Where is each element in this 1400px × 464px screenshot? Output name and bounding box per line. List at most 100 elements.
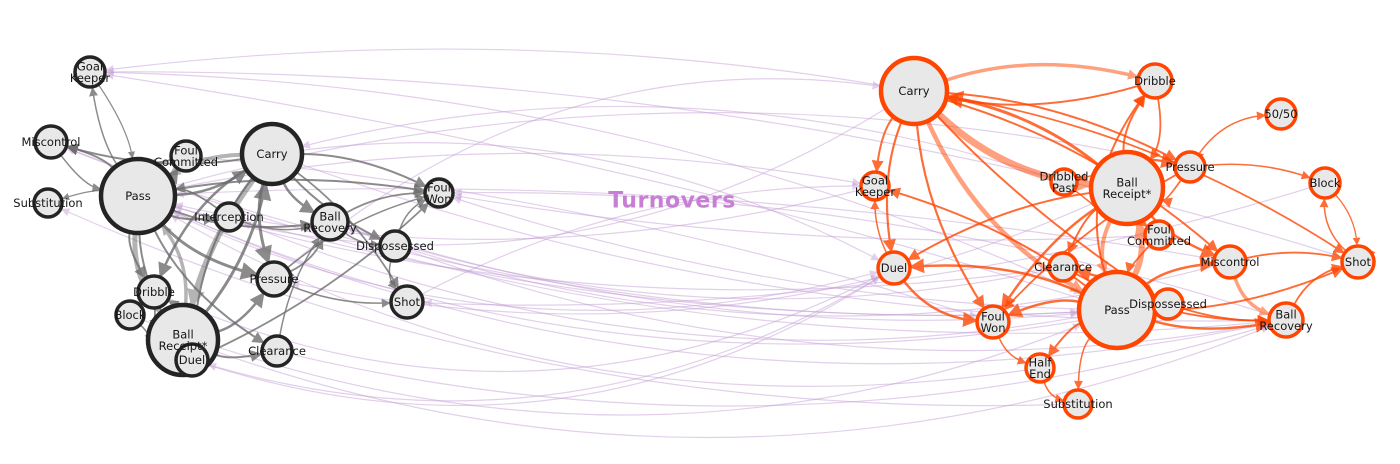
node-right-goal_keeper [859, 170, 891, 202]
node-right-carry [878, 55, 950, 127]
edge-right-dispossessed-to-ball_recovery [1182, 307, 1270, 327]
node-left-interception [213, 201, 245, 233]
node-right-foul_won [975, 304, 1011, 340]
edge-right-carry-to-goal_keeper [871, 116, 895, 173]
edge-right-miscontrol-to-shot [1245, 250, 1343, 262]
edge-left-dispossessed-to-foul_won [398, 199, 427, 232]
node-right-ball_recovery [1267, 301, 1305, 339]
edge-right-ball_recovery-to-shot [1293, 263, 1343, 306]
edge-right-pressure-to-block [1204, 163, 1311, 180]
node-right-dribble [1136, 62, 1174, 100]
edge-left-carry-to-shot [295, 171, 399, 289]
edge-left-pass-to-foul_won [174, 178, 426, 195]
edge-left-pressure-to-shot [289, 284, 391, 308]
edge-right-pass-to-foul_won [1006, 299, 1081, 318]
node-right-miscontrol [1212, 244, 1248, 280]
turnover-edge-left.duel-to-right.duel [207, 276, 881, 407]
turnover-edge-right.carry-to-left.goal_keeper [105, 48, 882, 87]
node-left-goal_keeper [73, 55, 107, 89]
edge-left-interception-to-pass [174, 182, 219, 210]
node-left-foul_won [423, 177, 455, 209]
turnover-edge-left.interception-to-right.pass [242, 220, 1079, 317]
edge-left-pressure-to-foul_won [286, 194, 426, 269]
edge-right-carry-to-foul_won [915, 123, 985, 310]
edge-right-dribble-to-ball_receipt [1149, 97, 1162, 161]
turnover-edge-right.goal_keeper-to-left.pass [174, 188, 862, 240]
edge-left-pass-to-substitution [61, 190, 102, 201]
node-left-ball_recovery [310, 202, 350, 242]
edge-right-carry-to-miscontrol [945, 99, 1219, 252]
edge-left-clearance-to-ball_recovery [278, 237, 320, 337]
node-right-half_end [1024, 352, 1056, 384]
edge-left-carry-to-foul_won [301, 153, 427, 188]
node-right-foul_committed [1143, 219, 1175, 251]
node-left-substitution [32, 187, 64, 219]
edge-right-carry-to-pressure [946, 92, 1178, 161]
node-left-foul_committed [169, 139, 203, 173]
edge-right-half_end-to-substitution [1043, 381, 1065, 403]
node-left-shot [389, 284, 425, 320]
edge-right-block-to-shot [1334, 193, 1361, 246]
turnover-edge-left.block-to-right.pass [142, 319, 1082, 416]
edge-left-ball_recovery-to-foul_won [345, 187, 426, 214]
node-right-pass [1076, 269, 1158, 351]
node-left-block [114, 299, 146, 331]
node-right-substitution [1062, 388, 1094, 420]
edge-left-interception-to-ball_recovery [241, 220, 313, 233]
edge-left-pass-to-clearance [153, 228, 265, 344]
turnover-edge-right.ball_recovery-to-left.foul_won [453, 188, 1270, 316]
node-right-dribbled_past [1049, 167, 1079, 197]
node-right-block [1308, 166, 1342, 200]
turnover-edge-left.shot-to-right.goal_keeper [420, 181, 861, 296]
edge-right-ball_receipt-to-miscontrol [1149, 214, 1217, 258]
edge-right-dribble-to-carry [945, 84, 1139, 106]
edge-right-foul_committed-to-pass [1125, 244, 1151, 274]
turnover-edge-left.pass-to-right.clearance [173, 205, 1049, 291]
edge-right-pressure-to-fifty_fifty [1197, 111, 1266, 156]
edge-left-ball_receipt-to-carry [203, 181, 272, 314]
edge-right-pass-to-miscontrol [1144, 257, 1216, 286]
edge-left-miscontrol-to-pass [60, 154, 102, 193]
turnover-edge-right.carry-to-left.pass [173, 107, 887, 246]
edge-right-pass-to-half_end [1047, 321, 1082, 357]
edge-left-carry-to-dribble [158, 168, 247, 279]
edge-left-carry-to-ball_recovery [282, 181, 316, 214]
node-left-duel [174, 342, 210, 378]
edge-right-carry-to-shot [946, 95, 1345, 254]
nodes-layer [32, 55, 1376, 420]
edge-left-ball_receipt-to-clearance [214, 350, 263, 362]
node-right-dispossessed [1151, 287, 1185, 321]
node-right-shot [1340, 244, 1376, 280]
node-right-clearance [1047, 251, 1079, 283]
edge-left-dispossessed-to-shot [387, 260, 397, 290]
node-right-duel [876, 250, 912, 286]
edge-left-goal_keeper-to-pass [97, 84, 136, 159]
edge-right-pass-to-ball_receipt [1131, 220, 1152, 278]
edge-right-pass-to-ball_recovery [1153, 317, 1271, 333]
turnover-edge-right.pass-to-left.interception [242, 221, 1080, 341]
turnover-edge-left.pass-to-right.pressure [173, 112, 1176, 187]
cluster-edges-layer [60, 62, 1376, 403]
node-left-dribble [136, 274, 172, 310]
edge-right-miscontrol-to-ball_recovery [1233, 276, 1271, 316]
node-right-ball_receipt [1088, 149, 1166, 227]
edge-right-shot-to-block [1319, 198, 1347, 252]
turnover-edge-left.pass-to-right.ball_recovery [171, 210, 1270, 365]
center-label-turnovers: Turnovers [608, 188, 736, 214]
turnover-edge-right.pass-to-left.miscontrol [66, 146, 1080, 317]
edge-right-duel-to-foul_won [902, 279, 979, 327]
turnover-edge-left.pressure-to-right.carry [286, 78, 881, 269]
edge-right-duel-to-goal_keeper [870, 200, 888, 255]
edge-left-pass-to-pressure [161, 222, 260, 280]
turnover-edge-left.ball_receipt-to-right.ball_recovery [215, 325, 1270, 439]
edge-right-carry-to-dribble [944, 62, 1139, 83]
turnover-edge-right.dribbled_past-to-left.carry [301, 105, 1052, 179]
edge-left-ball_receipt-to-pressure [216, 291, 265, 333]
node-left-clearance [260, 334, 294, 368]
edge-left-duel-to-foul_won [206, 202, 429, 355]
node-left-dispossessed [378, 229, 412, 263]
node-left-carry [239, 121, 305, 187]
edge-left-carry-to-pressure [254, 182, 272, 265]
edge-left-pass-to-dribble [128, 231, 146, 279]
